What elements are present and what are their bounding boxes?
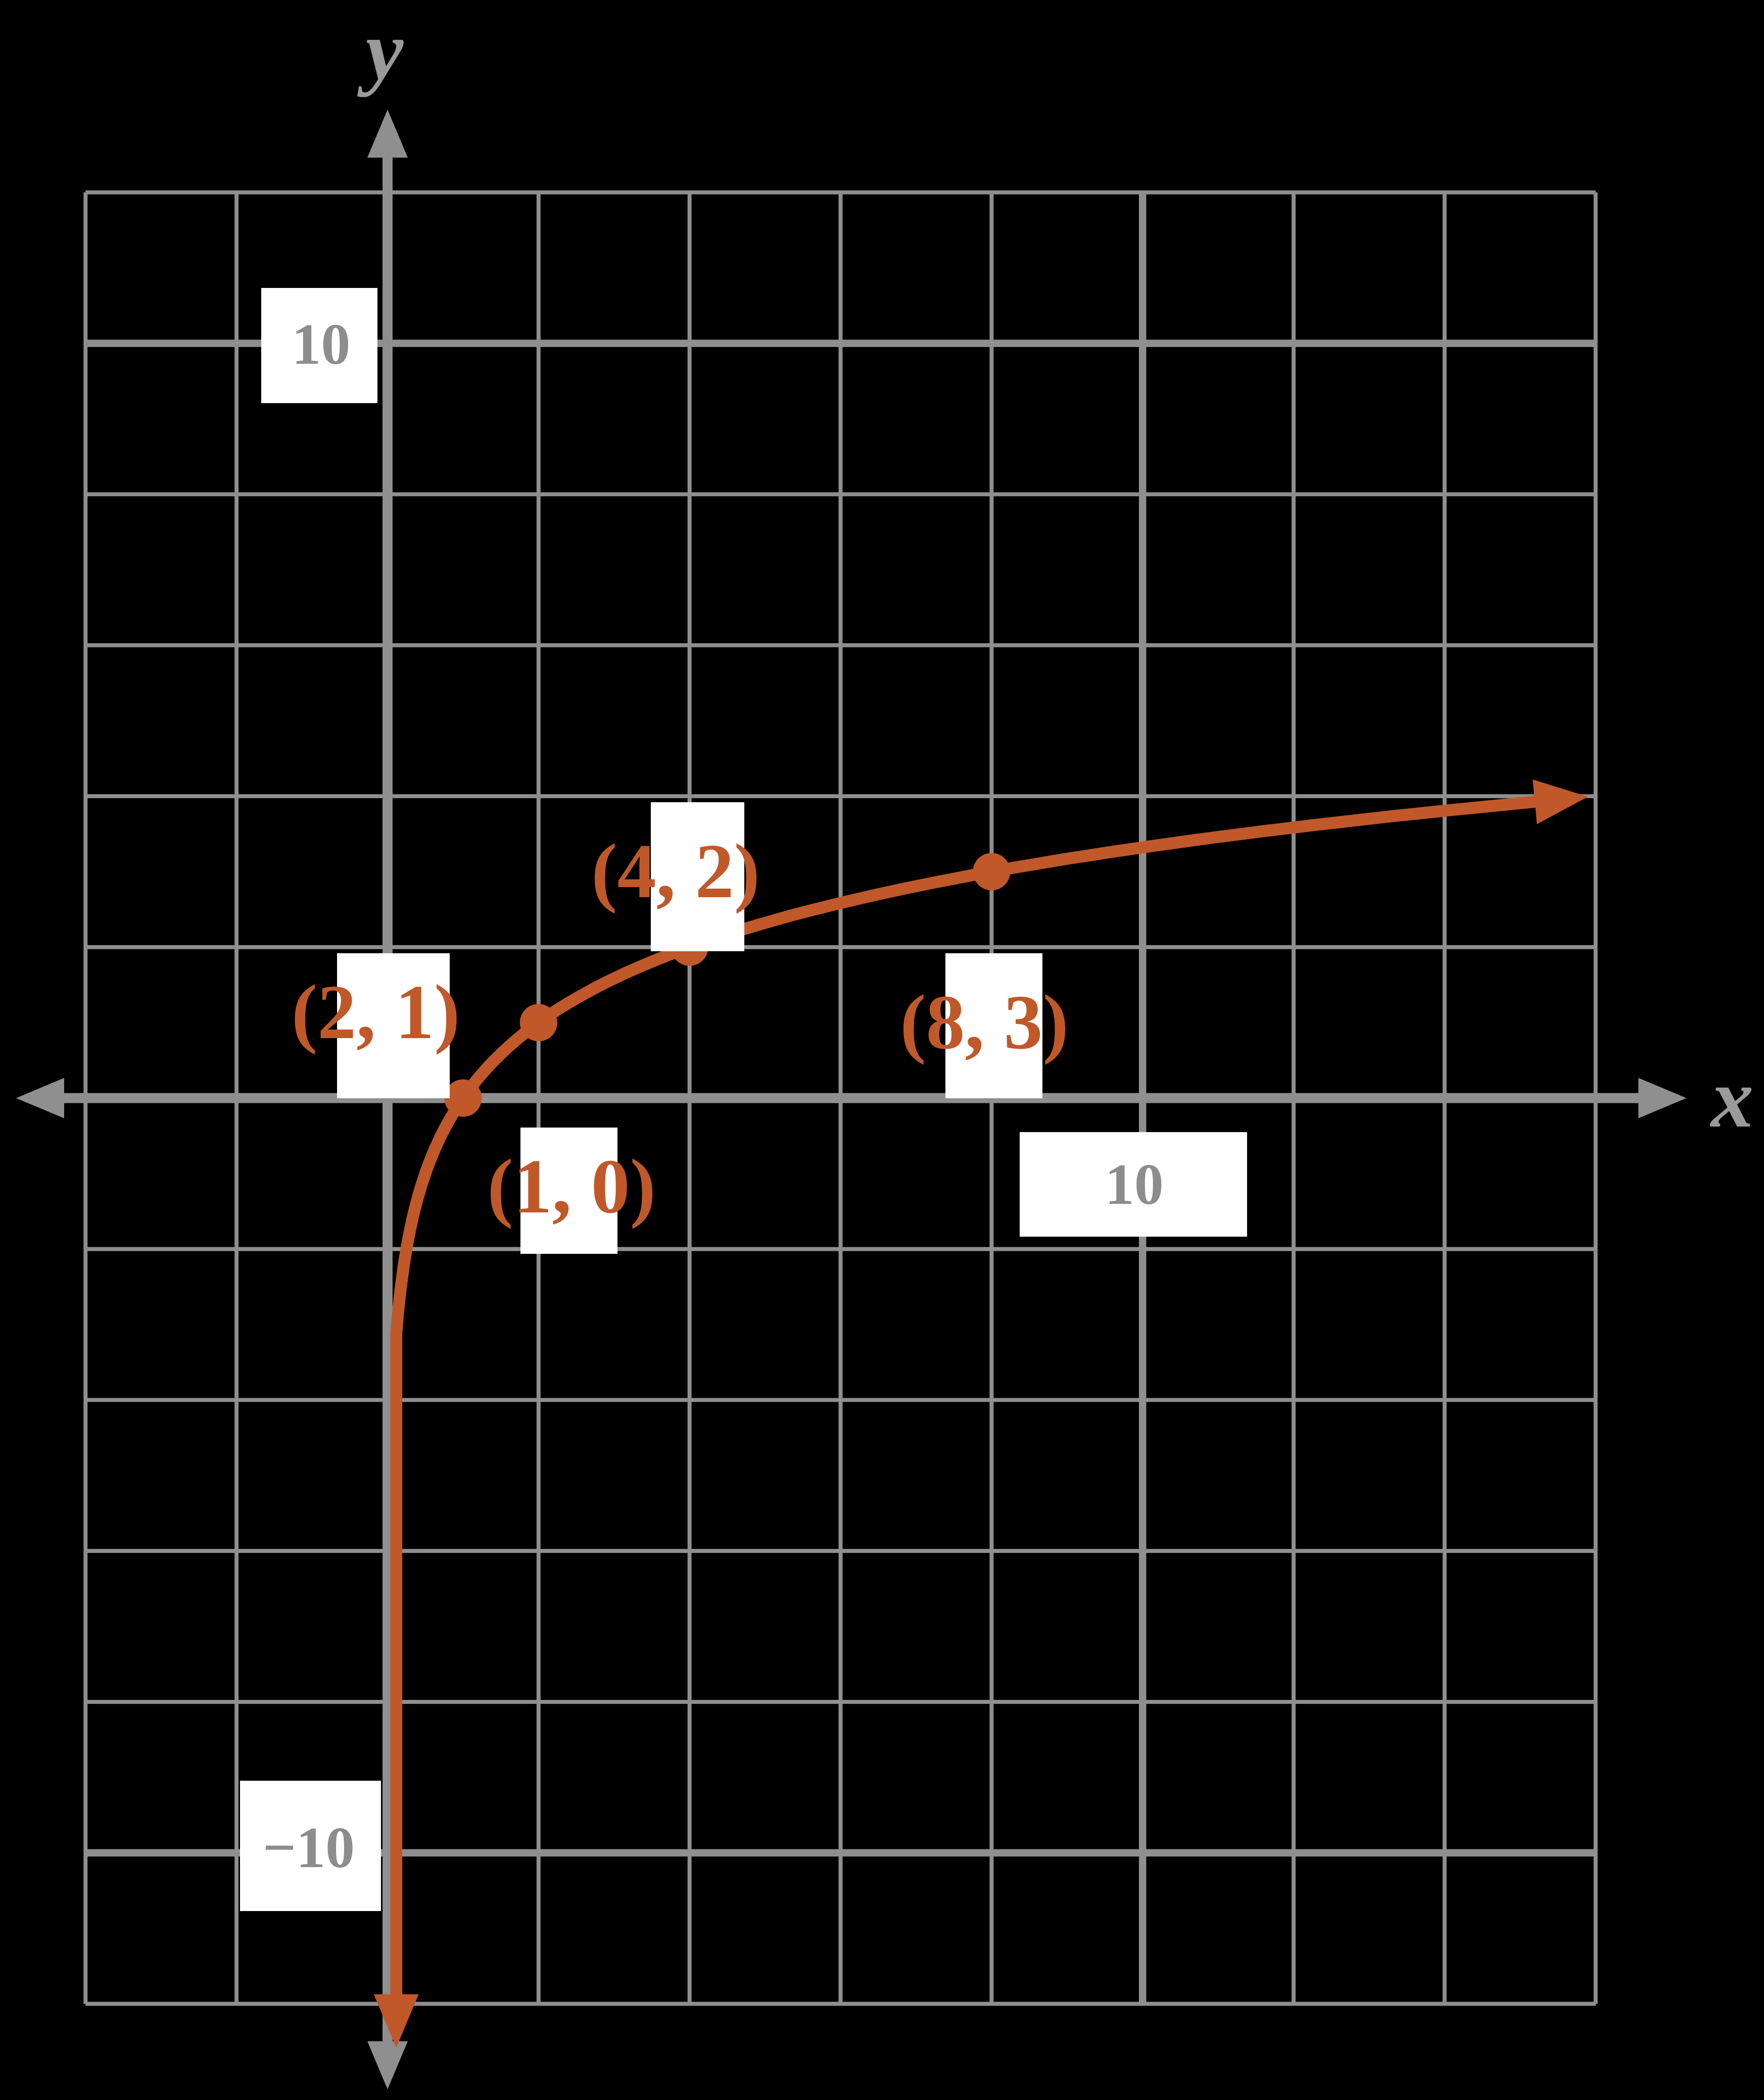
label-backdrop-point-8-3 [945, 953, 1043, 1099]
log-curve [390, 795, 1549, 2014]
point-label-4-2: (4, 2) [591, 828, 760, 915]
point-label-8-3: (8, 3) [900, 980, 1069, 1066]
label-backdrop-y-tick-10 [261, 287, 378, 404]
curve-down-arrowhead [373, 1994, 419, 2048]
data-point-2-1 [519, 1004, 557, 1042]
data-point-1-0 [444, 1079, 482, 1117]
point-label-1-0: (1, 0) [487, 1143, 656, 1230]
label-backdrop-y-tick-neg10 [240, 1781, 382, 1911]
curve-right-arrowhead [1533, 779, 1588, 824]
label-backdrop-point-4-2 [651, 802, 745, 952]
x-axis-label: x [1711, 1051, 1754, 1146]
label-backdrop-point-2-1 [337, 953, 450, 1099]
y-axis-tick-label-10: 10 [292, 312, 351, 377]
y-axis-down-arrowhead [367, 2041, 408, 2089]
label-backdrop-x-tick-10 [1019, 1132, 1248, 1237]
data-point-8-3 [973, 853, 1011, 891]
label-backdrop-point-1-0 [520, 1128, 617, 1254]
x-axis-tick-label-10: 10 [1105, 1152, 1164, 1217]
x-axis-left-arrowhead [16, 1078, 64, 1118]
x-axis-right-arrowhead [1638, 1078, 1687, 1118]
y-axis-tick-label-neg10: −10 [262, 1816, 355, 1881]
point-label-2-1: (2, 1) [291, 969, 460, 1055]
y-axis-up-arrowhead [367, 109, 408, 158]
y-axis-label: y [365, 3, 404, 97]
